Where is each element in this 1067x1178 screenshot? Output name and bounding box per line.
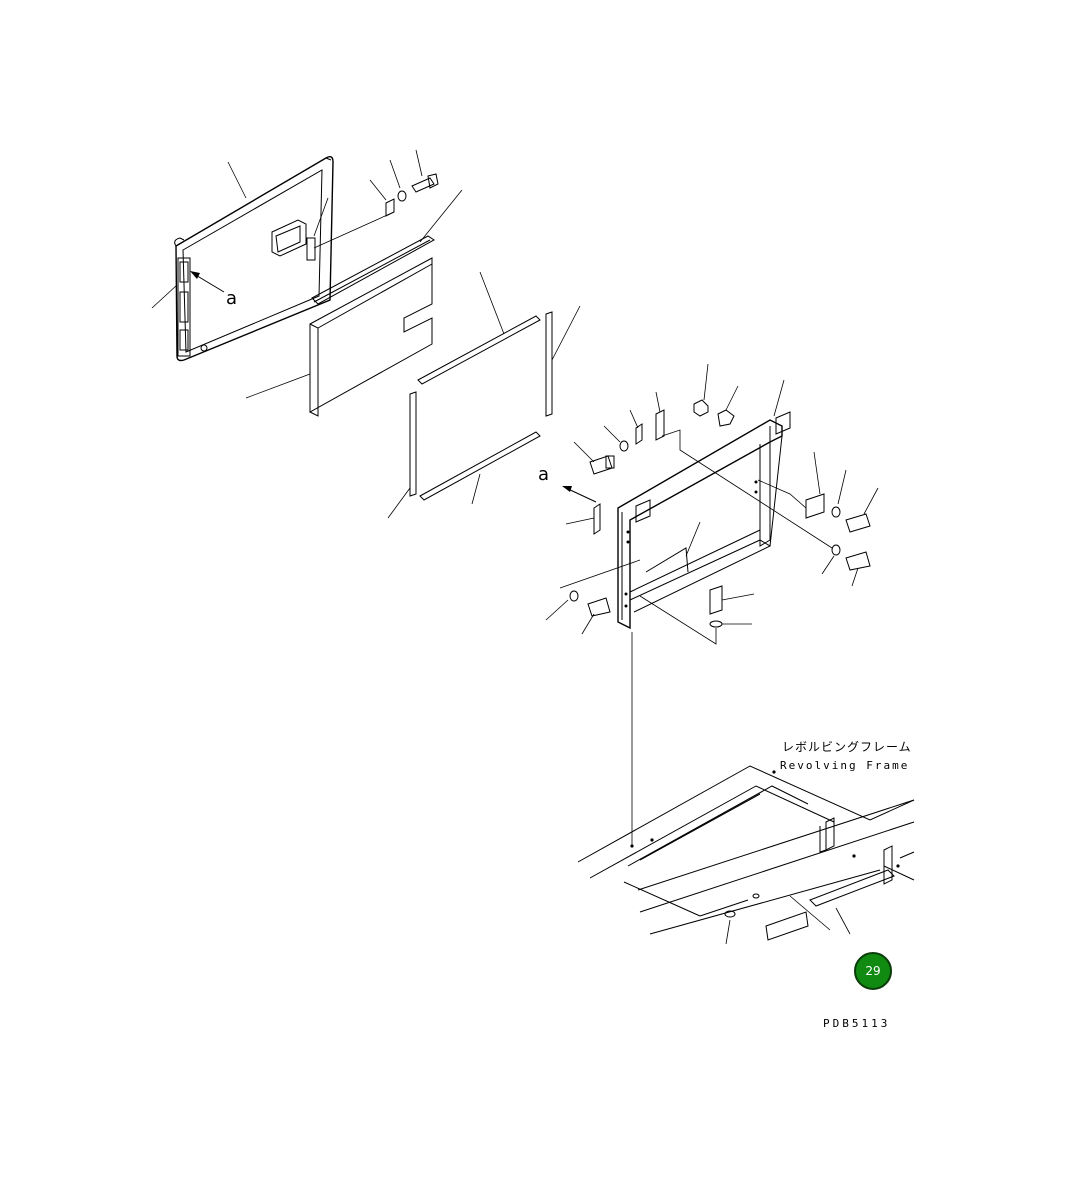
bolts-upper xyxy=(573,363,739,475)
revolving-frame xyxy=(577,765,915,945)
detail-marker-a-frame: a xyxy=(538,464,550,485)
mount-frame xyxy=(617,379,791,630)
frame-label-english: Revolving Frame xyxy=(780,759,910,772)
frame-seals xyxy=(387,271,581,519)
detail-marker-a-door: a xyxy=(226,288,238,309)
detail-arrow-a-door xyxy=(190,271,225,293)
bolts-lower xyxy=(545,559,755,645)
seal-strip-top xyxy=(311,189,463,305)
drawing-number: PDB5113 xyxy=(823,1017,891,1030)
door-panel xyxy=(151,155,334,362)
page-callout-badge: 29 xyxy=(854,952,892,990)
detail-arrow-a-frame xyxy=(562,486,601,535)
callout-number: 29 xyxy=(865,964,881,978)
insulation-pad xyxy=(245,257,433,417)
frame-label-japanese: レボルビングフレーム xyxy=(782,740,912,754)
side-bracket xyxy=(661,429,879,587)
latch-hardware xyxy=(313,149,439,249)
